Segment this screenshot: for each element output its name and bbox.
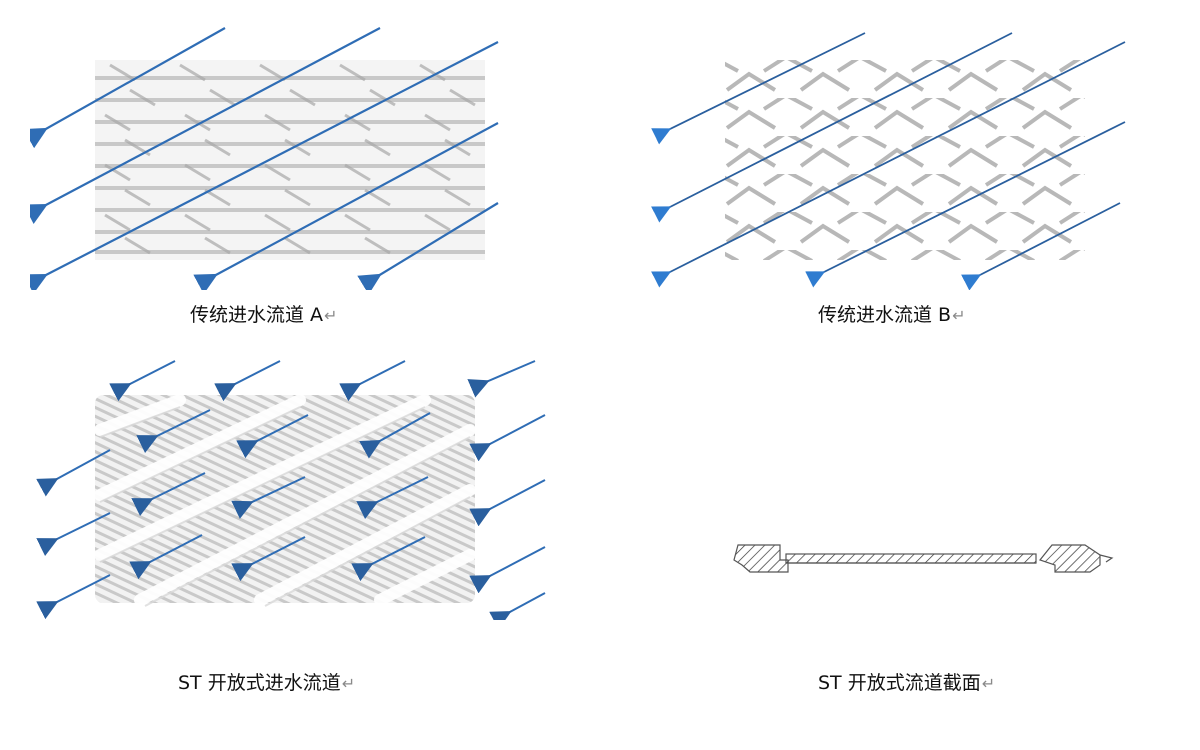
flow-arrows	[30, 27, 499, 290]
paragraph-mark: ↵	[341, 674, 356, 693]
paragraph-mark: ↵	[324, 306, 338, 325]
figure-st-open-feed-channel	[30, 355, 560, 620]
paragraph-mark: ↵	[952, 306, 966, 325]
figure-st-channel-cross-section	[720, 530, 1120, 590]
caption-st-channel-cross-section: ST 开放式流道截面↵	[818, 672, 996, 694]
flow-arrows	[651, 32, 1126, 290]
figure-feed-channel-a	[30, 20, 550, 290]
flow-arrows	[36, 360, 546, 620]
figure-feed-channel-b	[650, 20, 1150, 290]
caption-st-open-feed-channel: ST 开放式进水流道↵	[178, 672, 356, 694]
mesh-pattern	[95, 60, 485, 260]
caption-feed-channel-a: 传统进水流道 A↵	[190, 304, 338, 326]
caption-feed-channel-b: 传统进水流道 B↵	[818, 304, 966, 326]
paragraph-mark: ↵	[981, 674, 996, 693]
